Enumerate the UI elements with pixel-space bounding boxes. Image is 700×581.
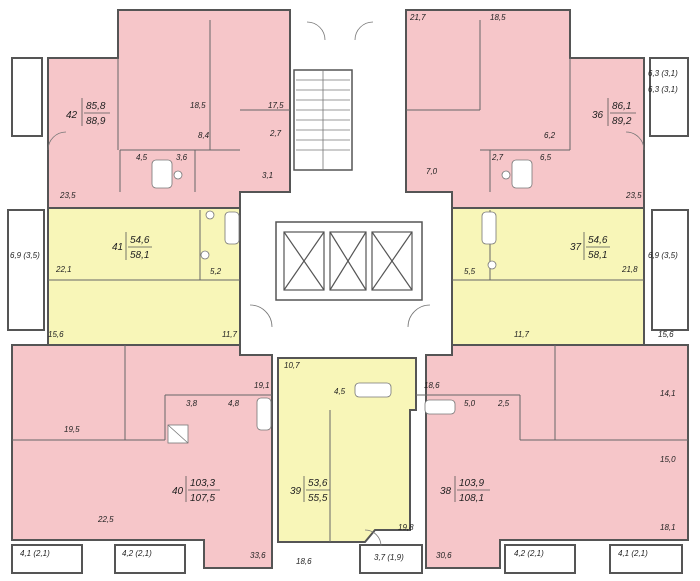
balcony-38b (609, 544, 683, 574)
svg-text:39: 39 (290, 486, 302, 497)
room-label: 15,0 (660, 455, 676, 464)
room-label: 11,7 (514, 330, 530, 339)
room-label: 7,0 (426, 167, 438, 176)
svg-text:40: 40 (172, 486, 184, 497)
room-label: 3,6 (176, 153, 188, 162)
svg-text:38: 38 (440, 486, 452, 497)
apartment-40[interactable] (11, 344, 273, 569)
room-label: 23,5 (625, 191, 642, 200)
label-apt-39: 39 53,6 55,5 (290, 476, 330, 504)
label-apt-38: 38 103,9 108,1 (440, 476, 490, 504)
label-apt-41: 41 54,6 58,1 (112, 232, 152, 261)
elevator-shafts (283, 231, 413, 291)
room-label: 4,1 (2,1) (618, 549, 648, 558)
apartment-41[interactable] (47, 207, 241, 346)
room-label: 18,5 (190, 101, 206, 110)
room-label: 8,4 (198, 131, 210, 140)
room-label: 18,5 (490, 13, 506, 22)
room-label: 6,9 (3,5) (648, 251, 678, 260)
loggia-41 (7, 209, 45, 331)
room-label: 6,3 (3,1) (648, 69, 678, 78)
svg-text:55,5: 55,5 (308, 493, 328, 504)
room-label: 4,8 (228, 399, 240, 408)
balcony-38a (504, 544, 576, 574)
core-outline (275, 221, 423, 301)
svg-text:89,2: 89,2 (612, 116, 632, 127)
svg-text:53,6: 53,6 (308, 478, 328, 489)
room-label: 21,7 (409, 13, 426, 22)
room-label: 3,1 (262, 171, 273, 180)
svg-text:103,3: 103,3 (190, 478, 215, 489)
room-label: 4,5 (334, 387, 346, 396)
svg-text:85,8: 85,8 (86, 101, 106, 112)
room-label: 30,6 (436, 551, 452, 560)
room-label: 21,8 (621, 265, 638, 274)
svg-text:54,6: 54,6 (588, 235, 608, 246)
room-label: 2,7 (269, 129, 282, 138)
svg-text:88,9: 88,9 (86, 116, 106, 127)
svg-text:37: 37 (570, 242, 582, 253)
svg-text:58,1: 58,1 (588, 250, 607, 261)
loggia-42 (11, 57, 43, 137)
label-apt-37: 37 54,6 58,1 (570, 232, 610, 261)
room-label: 18,6 (296, 557, 312, 566)
room-label: 22,1 (55, 265, 72, 274)
balcony-39 (359, 544, 423, 574)
room-label: 5,0 (464, 399, 476, 408)
apartment-39[interactable] (277, 357, 417, 543)
room-label: 4,2 (2,1) (122, 549, 152, 558)
room-label: 3,8 (186, 399, 198, 408)
room-label: 4,1 (2,1) (20, 549, 50, 558)
label-apt-42: 42 85,8 88,9 (66, 98, 110, 127)
apartment-37[interactable] (451, 207, 645, 346)
stair-steps (296, 70, 350, 170)
room-label: 4,2 (2,1) (514, 549, 544, 558)
room-label: 19,1 (254, 381, 270, 390)
room-label: 22,5 (97, 515, 114, 524)
room-label: 15,6 (48, 330, 64, 339)
label-apt-36: 36 86,1 89,2 (592, 98, 636, 127)
svg-text:108,1: 108,1 (459, 493, 484, 504)
svg-text:36: 36 (592, 110, 604, 121)
room-label: 18,6 (424, 381, 440, 390)
room-label: 6,9 (3,5) (10, 251, 40, 260)
room-label: 4,5 (136, 153, 148, 162)
label-apt-40: 40 103,3 107,5 (172, 476, 220, 504)
balcony-40b (114, 544, 186, 574)
balcony-40a (11, 544, 83, 574)
room-label: 23,5 (59, 191, 76, 200)
interior-walls (12, 20, 688, 542)
svg-text:41: 41 (112, 242, 123, 253)
loggia-36 (649, 57, 689, 137)
svg-text:103,9: 103,9 (459, 478, 484, 489)
room-label: 6,3 (3,1) (648, 85, 678, 94)
apartment-38[interactable] (425, 344, 689, 569)
room-label: 10,7 (284, 361, 300, 370)
svg-text:54,6: 54,6 (130, 235, 150, 246)
room-label: 11,7 (222, 330, 238, 339)
room-label: 2,7 (491, 153, 504, 162)
room-label: 18,1 (660, 523, 676, 532)
room-label: 19,5 (64, 425, 80, 434)
room-label: 6,2 (544, 131, 556, 140)
room-label: 5,5 (464, 267, 476, 276)
room-label: 5,2 (210, 267, 222, 276)
room-label: 6,5 (540, 153, 552, 162)
room-label: 2,5 (497, 399, 510, 408)
room-label: 3,7 (1,9) (374, 553, 404, 562)
room-label: 14,1 (660, 389, 676, 398)
loggia-37 (651, 209, 689, 331)
room-label: 17,5 (268, 101, 284, 110)
room-label: 15,6 (658, 330, 674, 339)
svg-text:58,1: 58,1 (130, 250, 149, 261)
room-area-labels: 21,7 18,5 6,3 (3,1) 18,5 17,5 8,4 2,7 4,… (10, 13, 678, 566)
room-label: 19,8 (398, 523, 414, 532)
svg-text:86,1: 86,1 (612, 101, 631, 112)
bathroom-fixtures (151, 159, 533, 444)
svg-text:107,5: 107,5 (190, 493, 215, 504)
door-swings (47, 21, 645, 547)
svg-text:42: 42 (66, 110, 78, 121)
room-label: 33,6 (250, 551, 266, 560)
